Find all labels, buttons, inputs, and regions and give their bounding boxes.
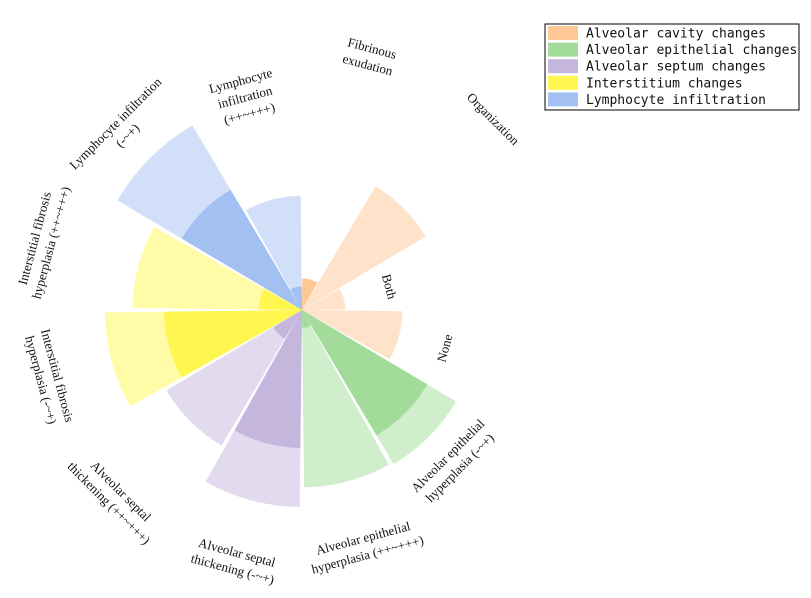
legend-swatch-interstitium-changes	[548, 75, 578, 90]
sector-label-interstitial-fibrosis-hyperplasia: Interstitial fibrosishyperplasia (++~+++…	[12, 181, 73, 301]
legend-label-alveolar-septum-changes: Alveolar septum changes	[586, 60, 766, 75]
sector-label-alveolar-septal-thickening: Alveolar septalthickening (-~+)	[189, 534, 280, 587]
sector-label-fibrinous-exudation: Fibrinousexudation	[341, 34, 399, 78]
sector-label-interstitial-fibrosis-hyperplasia: Interstitial fibrosishyperplasia (-~+)	[22, 327, 78, 428]
sector-inner-interstitial-fibrosis-hyperplasia	[258, 288, 302, 310]
sector-inner-alveolar-septal-thickening	[234, 310, 302, 448]
sector-outer-lymphocyte-infiltration	[246, 195, 302, 310]
sector-inner-lymphocyte-infiltration	[181, 189, 302, 310]
sector-inner-alveolar-epithelial-hyperplasia	[302, 310, 311, 328]
legend-swatch-alveolar-cavity-changes	[548, 26, 578, 40]
legend-label-alveolar-epithelial-changes: Alveolar epithelial changes	[586, 43, 797, 58]
sector-inner-alveolar-septal-thickening	[273, 310, 302, 339]
legend-swatch-alveolar-septum-changes	[548, 59, 578, 74]
legend-swatch-alveolar-epithelial-changes	[548, 42, 578, 57]
sector-outer-interstitial-fibrosis-hyperplasia	[132, 227, 302, 310]
sector-outer-none	[302, 310, 403, 360]
sector-label-organization: Organization	[464, 90, 523, 149]
sector-label-alveolar-epithelial-hyperplasia: Alveolar epithelialhyperplasia (++~+++)	[305, 516, 425, 577]
legend-label-lymphocyte-infiltration: Lymphocyte infiltration	[586, 93, 766, 108]
sector-inner-interstitial-fibrosis-hyperplasia	[164, 310, 302, 378]
legend-box	[544, 23, 800, 111]
chart-sectors	[105, 125, 457, 507]
sector-label-both: Both	[379, 272, 400, 301]
legend-swatch-lymphocyte-infiltration	[548, 92, 578, 107]
legend-label-alveolar-cavity-changes: Alveolar cavity changes	[586, 27, 766, 42]
sector-outer-alveolar-epithelial-hyperplasia	[302, 310, 389, 488]
sector-inner-lymphocyte-infiltration	[290, 286, 302, 310]
sector-outer-both	[302, 288, 346, 310]
sector-inner-fibrinous-exudation	[302, 278, 318, 310]
sector-label-none: None	[434, 332, 456, 363]
sector-label-alveolar-septal-thickening: Alveolar septalthickening (++~+++)	[65, 447, 166, 548]
legend-label-interstitium-changes: Interstitium changes	[586, 76, 743, 91]
sector-inner-alveolar-epithelial-hyperplasia	[302, 310, 428, 436]
sector-label-lymphocyte-infiltration: Lymphocyteinfiltration(++~+++)	[207, 65, 283, 129]
sector-outer-organization	[302, 186, 426, 310]
sector-outer-alveolar-septal-thickening	[166, 310, 302, 446]
